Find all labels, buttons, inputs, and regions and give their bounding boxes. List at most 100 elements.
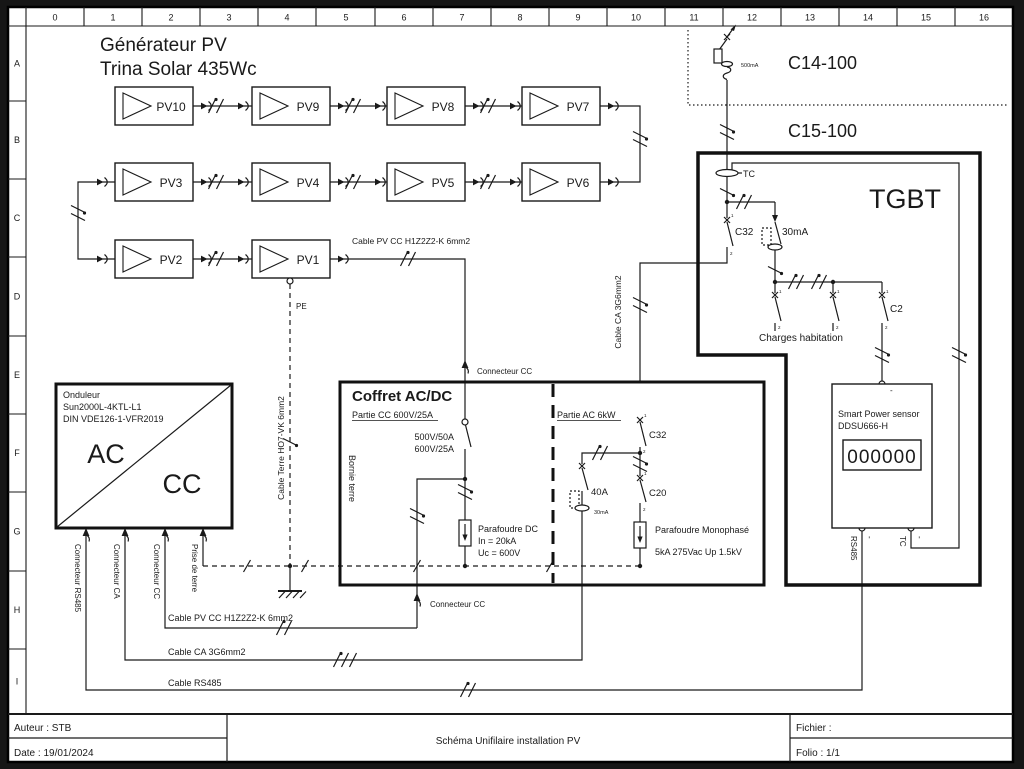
- cable-terre-label: Cable Terre HO7-VK 6mm2: [276, 396, 286, 500]
- supply-arrow-icon: [730, 24, 736, 31]
- pv-panel: PV10: [114, 86, 194, 126]
- pv-string-wire: [77, 105, 641, 260]
- coffret-enclosure: [338, 380, 766, 587]
- spd-ac-spec: 5kA 275Vac Up 1.5kV: [655, 547, 742, 557]
- terminal-number: 2: [885, 325, 888, 330]
- col-header: 9: [575, 13, 580, 23]
- titleblock-folio: Folio : 1/1: [796, 748, 840, 759]
- col-header: 12: [747, 13, 757, 23]
- sheet-grid-frame: [8, 7, 1013, 714]
- col-header: 14: [863, 13, 873, 23]
- fuse-rating-label: 500mA: [741, 63, 759, 69]
- terminal-ca-label: Connecteur CA: [112, 544, 121, 599]
- onduleur-model: Sun2000L-4KTL-L1: [63, 402, 142, 412]
- spd-dc-name: Parafoudre DC: [478, 524, 539, 534]
- onduleur-ac-label: AC: [87, 439, 125, 469]
- row-header: D: [14, 292, 21, 302]
- dc-return-wire: [416, 478, 465, 628]
- dc-switch-rating-2: 600V/25A: [414, 444, 454, 454]
- terminal-rs485-label: Connecteur RS485: [73, 544, 82, 613]
- fuse-squiggle: [722, 66, 732, 81]
- coffret-devices: [458, 490, 647, 549]
- charges-label: Charges habitation: [759, 333, 843, 344]
- col-header: 15: [921, 13, 931, 23]
- tgbt-title: TGBT: [869, 184, 941, 214]
- generator-subtitle: Trina Solar 435Wc: [100, 59, 257, 80]
- row-header: I: [16, 677, 19, 687]
- dc-switch-rating-1: 500V/50A: [414, 432, 454, 442]
- terminal-number: 2: [643, 507, 646, 512]
- onduleur-name: Onduleur: [63, 390, 100, 400]
- col-header: 6: [401, 13, 406, 23]
- terminal-number: 2: [778, 325, 781, 330]
- col-header: 4: [284, 13, 289, 23]
- pv-label: PV9: [297, 100, 320, 114]
- pv-panel: PV2: [114, 239, 194, 279]
- pv-panel: PV1: [251, 239, 331, 279]
- terminal-terre-label: Prise de terre: [190, 544, 199, 593]
- sensor-display-value: 000000: [847, 447, 916, 468]
- pv-panel: PV8: [386, 86, 466, 126]
- cable-ca-label-bottom: Cable CA 3G6mm2: [168, 647, 246, 657]
- c14-label: C14-100: [788, 53, 857, 73]
- cable-pv-cc-top: [330, 258, 466, 419]
- terminal-number: 1: [886, 289, 889, 294]
- terminal-number: 1: [644, 471, 647, 476]
- pv-label: PV4: [297, 176, 320, 190]
- row-header: F: [14, 448, 20, 458]
- col-header: 16: [979, 13, 989, 23]
- onduleur-cc-label: CC: [163, 469, 202, 499]
- partie-cc-label: Partie CC 600V/25A: [352, 410, 433, 420]
- tgbt-bus-wire: [774, 281, 889, 381]
- c14-zone-boundary: [687, 30, 1008, 106]
- col-header: 8: [517, 13, 522, 23]
- pv-label: PV6: [567, 176, 590, 190]
- coffret-rcd-ma: 30mA: [594, 510, 609, 516]
- row-header: B: [14, 135, 20, 145]
- cable-pv-cc-label-top: Cable PV CC H1Z2Z2-K 6mm2: [352, 236, 470, 246]
- sensor-minus-top: -: [890, 386, 893, 395]
- col-header: 7: [459, 13, 464, 23]
- col-header: 0: [52, 13, 57, 23]
- pv-label: PV5: [432, 176, 455, 190]
- tgbt-branch-wire: [727, 201, 782, 282]
- sensor-model: DDSU666-H: [838, 421, 888, 431]
- col-header: 2: [168, 13, 173, 23]
- coffret-rcd-label: 40A: [591, 487, 609, 498]
- sensor-display: [842, 439, 922, 471]
- terminal-number: 1: [644, 413, 647, 418]
- pv-label: PV10: [156, 100, 186, 114]
- onduleur-box: Onduleur Sun2000L-4KTL-L1 DIN VDE126-1-V…: [54, 382, 234, 530]
- title-block-frame: [8, 713, 1013, 762]
- pv-panel: PV7: [521, 86, 601, 126]
- coffret-dc-wire: [464, 424, 472, 566]
- coffret-c20-label: C20: [649, 488, 666, 499]
- sensor-rs485-label: RS485: [849, 536, 858, 561]
- cable-pv-cc-bottom: [164, 528, 417, 629]
- junction-dots: [287, 199, 836, 569]
- tgbt-devices: [578, 215, 886, 482]
- coffret-title: Coffret AC/DC: [352, 388, 452, 405]
- terminal-number: 2: [836, 325, 839, 330]
- connecteur-cc-label-bottom: Connecteur CC: [430, 600, 485, 609]
- row-header: H: [14, 605, 21, 615]
- coffret-c32-label: C32: [649, 430, 666, 441]
- pv-label: PV2: [160, 253, 183, 267]
- row-header: C: [14, 213, 21, 223]
- tgbt-c2-label: C2: [890, 304, 903, 315]
- connecteur-cc-label-top: Connecteur CC: [477, 367, 532, 376]
- supply-feeder: [718, 25, 736, 218]
- pv-panel: PV5: [386, 162, 466, 202]
- col-header: 10: [631, 13, 641, 23]
- tgbt-rcd-label: 30mA: [782, 227, 808, 238]
- generator-title: Générateur PV: [100, 35, 227, 56]
- grid-column-headers: 0 1 2 3 4 5 6 7 8 9 10 11 12 13 14 15 16: [52, 13, 989, 23]
- col-header: 1: [110, 13, 115, 23]
- cable-pv-cc-label-bottom: Cable PV CC H1Z2Z2-K 6mm2: [168, 613, 293, 623]
- terminal-number: 1: [837, 289, 840, 294]
- sensor-minus-rs485: -: [865, 536, 874, 539]
- cable-rs485-label: Cable RS485: [168, 678, 222, 688]
- titleblock-fichier: Fichier :: [796, 723, 832, 734]
- terminal-cc-label: Connecteur CC: [152, 544, 161, 599]
